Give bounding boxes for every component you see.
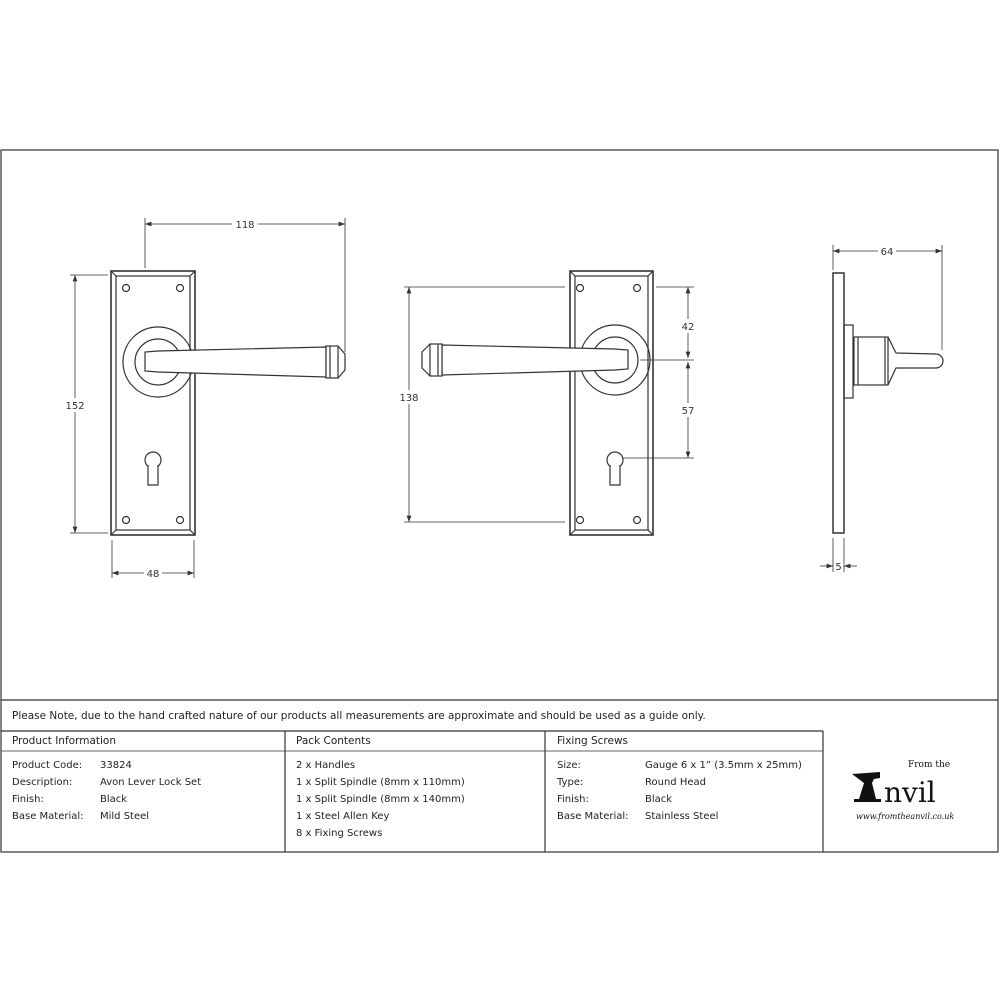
screw-value: Stainless Steel — [645, 811, 719, 822]
info-label: Description: — [12, 777, 73, 788]
pack-item: 1 x Split Spindle (8mm x 110mm) — [296, 777, 465, 788]
info-label: Base Material: — [12, 811, 84, 822]
screw-label: Size: — [557, 760, 581, 771]
logo-url: www.fromtheanvil.co.uk — [856, 812, 954, 821]
info-value: Black — [100, 794, 128, 805]
pack-item: 8 x Fixing Screws — [296, 828, 383, 839]
dim-57: 57 — [682, 406, 695, 417]
rear-view-lever — [421, 270, 654, 536]
front-dimensions — [70, 218, 346, 578]
dim-64: 64 — [881, 247, 894, 258]
anvil-icon: nvil From the www.fromtheanvil.co.uk — [852, 760, 954, 821]
measurement-note: Please Note, due to the hand crafted nat… — [12, 710, 706, 722]
pack-item: 1 x Steel Allen Key — [296, 811, 390, 822]
pack-item: 2 x Handles — [296, 760, 356, 771]
screw-label: Base Material: — [557, 811, 629, 822]
dim-138: 138 — [399, 393, 418, 404]
screw-row: Finish: Black — [557, 791, 802, 808]
screw-value: Round Head — [645, 777, 706, 788]
fixing-screws-title: Fixing Screws — [557, 735, 629, 747]
front-view-lever — [110, 270, 346, 536]
screw-row: Size: Gauge 6 x 1” (3.5mm x 25mm) — [557, 757, 802, 774]
info-label: Product Code: — [12, 760, 83, 771]
product-information-title: Product Information — [12, 735, 116, 747]
product-information-table: Product Code: 33824 Description: Avon Leve… — [12, 757, 201, 825]
drawing-frame — [0, 149, 999, 853]
rear-dimensions — [404, 286, 694, 523]
info-row: Base Material: Mild Steel — [12, 808, 201, 825]
dim-48: 48 — [147, 569, 160, 580]
fixing-screws-table: Size: Gauge 6 x 1” (3.5mm x 25mm) Type: Ro… — [557, 757, 802, 825]
info-row: Finish: Black — [12, 791, 201, 808]
dim-118: 118 — [235, 220, 254, 231]
info-value: Mild Steel — [100, 811, 150, 822]
screw-value: Black — [645, 794, 673, 805]
info-value: 33824 — [100, 760, 132, 771]
side-dimensions — [820, 245, 943, 572]
dim-152: 152 — [65, 401, 84, 412]
screw-row: Type: Round Head — [557, 774, 802, 791]
screw-value: Gauge 6 x 1” (3.5mm x 25mm) — [645, 760, 802, 771]
info-label: Finish: — [12, 794, 44, 805]
logo-brand: nvil — [884, 776, 936, 809]
pack-item: 1 x Split Spindle (8mm x 140mm) — [296, 794, 465, 805]
info-row: Description: Avon Lever Lock Set — [12, 774, 201, 791]
pack-contents-list: 2 x Handles 1 x Split Spindle (8mm x 110… — [296, 757, 465, 842]
info-row: Product Code: 33824 — [12, 757, 201, 774]
logo-from-the: From the — [908, 760, 950, 770]
screw-label: Finish: — [557, 794, 589, 805]
dim-5: 5 — [835, 562, 841, 573]
side-view-lever — [832, 272, 944, 534]
screw-row: Base Material: Stainless Steel — [557, 808, 802, 825]
screw-label: Type: — [557, 777, 584, 788]
dim-42: 42 — [682, 322, 695, 333]
info-value: Avon Lever Lock Set — [100, 777, 202, 788]
from-the-anvil-logo: nvil From the www.fromtheanvil.co.uk — [850, 758, 980, 824]
pack-contents-title: Pack Contents — [296, 735, 371, 747]
